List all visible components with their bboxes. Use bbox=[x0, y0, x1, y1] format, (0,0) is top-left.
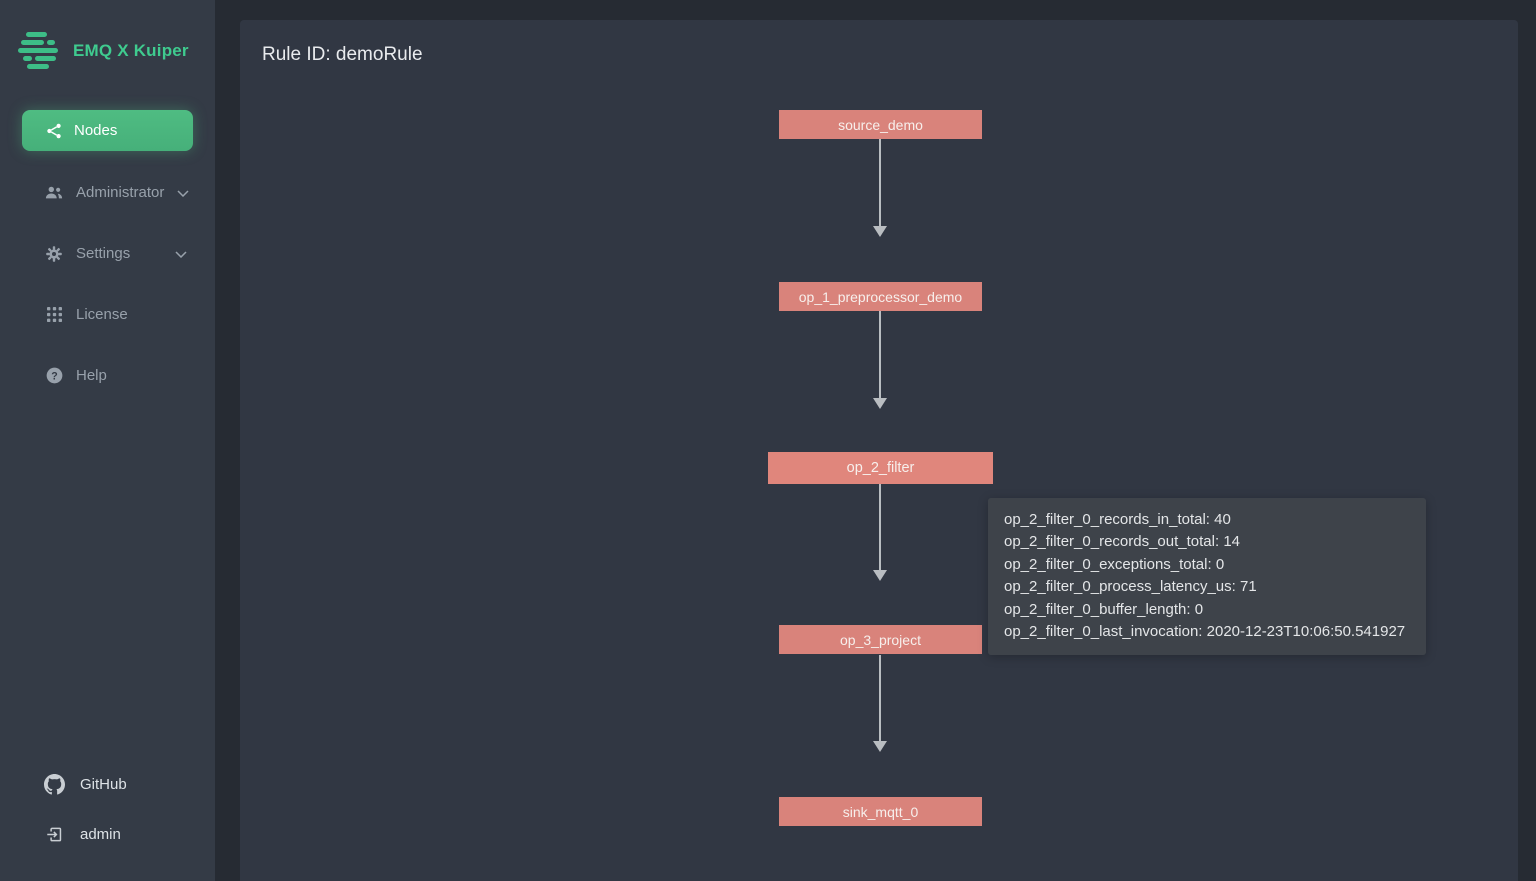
edge-line bbox=[879, 311, 881, 400]
sidebar-item-nodes[interactable]: Nodes bbox=[22, 110, 193, 151]
chevron-down-icon bbox=[177, 184, 189, 201]
flow-node-op_2_filter[interactable]: op_2_filter bbox=[768, 452, 993, 484]
sidebar-item-administrator[interactable]: Administrator bbox=[0, 162, 215, 223]
flow-edge-1 bbox=[873, 139, 887, 237]
question-circle-icon: ? bbox=[45, 367, 63, 384]
flow-node-label: op_1_preprocessor_demo bbox=[798, 288, 963, 305]
sidebar-item-settings[interactable]: Settings bbox=[0, 223, 215, 284]
arrowhead-down-icon bbox=[873, 398, 887, 409]
flow-edge-3 bbox=[873, 484, 887, 581]
grid-icon bbox=[45, 307, 63, 322]
app-title: EMQ X Kuiper bbox=[73, 40, 189, 60]
flow-node-label: op_3_project bbox=[840, 631, 921, 648]
sidebar-item-github[interactable]: GitHub bbox=[0, 759, 215, 809]
arrowhead-down-icon bbox=[873, 570, 887, 581]
flow-edge-4 bbox=[873, 655, 887, 752]
sidebar-menu: Administrator bbox=[0, 162, 215, 406]
login-icon bbox=[44, 826, 65, 843]
sidebar-item-admin[interactable]: admin bbox=[0, 809, 215, 859]
arrowhead-down-icon bbox=[873, 741, 887, 752]
tooltip-line: op_2_filter_0_process_latency_us: 71 bbox=[1004, 578, 1257, 596]
rule-panel: Rule ID: demoRule source_demo op_1_prepr… bbox=[240, 20, 1518, 881]
tooltip-line: op_2_filter_0_buffer_length: 0 bbox=[1004, 600, 1204, 618]
tooltip-line: op_2_filter_0_records_out_total: 14 bbox=[1004, 533, 1241, 551]
edge-line bbox=[879, 139, 881, 228]
flow-diagram: source_demo op_1_preprocessor_demo op_2_… bbox=[240, 20, 1518, 881]
footer-item-label: GitHub bbox=[80, 775, 127, 793]
footer-item-label: admin bbox=[80, 825, 121, 843]
sidebar-item-label: Help bbox=[76, 367, 107, 384]
nodes-button-label: Nodes bbox=[74, 122, 118, 139]
flow-edge-2 bbox=[873, 311, 887, 409]
gear-icon bbox=[45, 245, 63, 262]
sidebar: EMQ X Kuiper Nodes Administrator bbox=[0, 0, 215, 881]
share-icon bbox=[46, 123, 62, 139]
emqx-logo-icon bbox=[16, 32, 60, 69]
sidebar-item-license[interactable]: License bbox=[0, 284, 215, 345]
flow-node-op_3_project[interactable]: op_3_project bbox=[779, 625, 982, 654]
sidebar-footer: GitHub admin bbox=[0, 759, 215, 859]
flow-node-source_demo[interactable]: source_demo bbox=[779, 110, 982, 139]
tooltip-line: op_2_filter_0_records_in_total: 40 bbox=[1004, 511, 1231, 528]
node-stats-tooltip: op_2_filter_0_records_in_total: 40 op_2_… bbox=[988, 498, 1426, 656]
users-icon bbox=[45, 185, 63, 200]
sidebar-item-help[interactable]: ? Help bbox=[0, 345, 215, 406]
flow-node-label: sink_mqtt_0 bbox=[842, 803, 919, 820]
flow-node-label: op_2_filter bbox=[846, 460, 915, 476]
flow-node-label: source_demo bbox=[838, 116, 923, 133]
chevron-down-icon bbox=[175, 245, 187, 262]
arrowhead-down-icon bbox=[873, 226, 887, 237]
flow-node-op_1_preprocessor_demo[interactable]: op_1_preprocessor_demo bbox=[779, 282, 982, 311]
edge-line bbox=[879, 484, 881, 572]
tooltip-line: op_2_filter_0_exceptions_total: 0 bbox=[1004, 555, 1225, 573]
sidebar-item-label: License bbox=[76, 306, 128, 323]
content-area: Rule ID: demoRule source_demo op_1_prepr… bbox=[215, 0, 1536, 881]
sidebar-item-label: Settings bbox=[76, 245, 131, 262]
github-icon bbox=[44, 773, 65, 795]
sidebar-item-label: Administrator bbox=[76, 184, 165, 201]
page-title: Rule ID: demoRule bbox=[262, 44, 423, 65]
tooltip-line: op_2_filter_0_last_invocation: 2020-12-2… bbox=[1004, 623, 1406, 641]
svg-text:?: ? bbox=[51, 370, 57, 382]
edge-line bbox=[879, 655, 881, 743]
flow-node-sink_mqtt_0[interactable]: sink_mqtt_0 bbox=[779, 797, 982, 826]
app-logo: EMQ X Kuiper bbox=[16, 32, 189, 69]
